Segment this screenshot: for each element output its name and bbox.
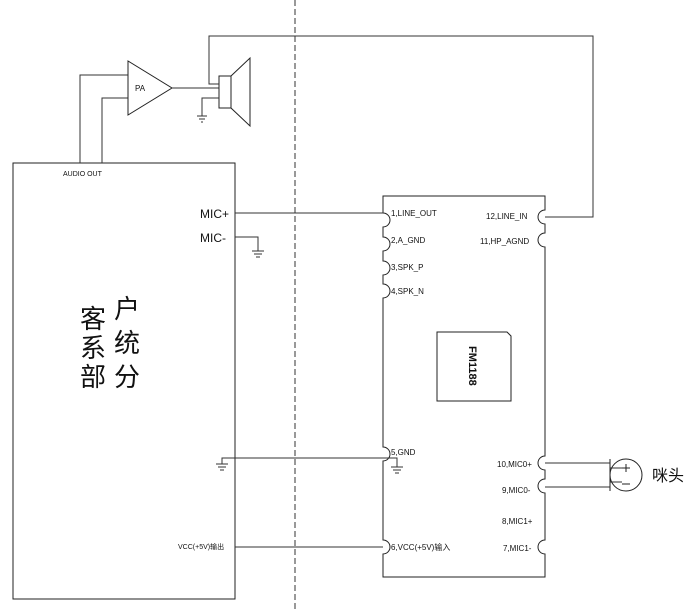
ground-icon [197, 115, 207, 123]
microphone-icon [609, 458, 643, 492]
customer-title-char-1: 客 [80, 305, 106, 335]
microphone-label: 咪头 [652, 466, 684, 485]
pin-4-label: 4,SPK_N [391, 287, 424, 296]
pin-10-label: 10,MIC0+ [497, 460, 532, 469]
pa-label: PA [135, 84, 146, 93]
pin-5-label: 5,GND [391, 448, 416, 457]
mic-plus-label: MIC+ [200, 207, 229, 221]
fm1188-chip [436, 331, 512, 402]
pin-11-label: 11,HP_AGND [480, 237, 529, 246]
pin-7-label: 7,MIC1- [503, 544, 532, 553]
fm1188-module [382, 195, 546, 578]
ground-icon [252, 250, 264, 258]
pin-8-label: 8,MIC1+ [502, 517, 533, 526]
speaker-icon [218, 75, 232, 109]
ground-icon [216, 463, 228, 471]
vcc-out-label: VCC(+5V)输出 [178, 542, 224, 551]
pin-9-label: 9,MIC0- [502, 486, 531, 495]
audio-out-wire-2 [101, 97, 128, 163]
customer-system-block [12, 162, 236, 600]
speaker-cone [230, 56, 251, 128]
customer-title-char-3: 系 [80, 334, 106, 364]
pin-3-label: 3,SPK_P [391, 263, 423, 272]
customer-title-char-4: 统 [114, 329, 140, 359]
fm1188-chip-label: FM1188 [466, 346, 478, 386]
audio-out-label: AUDIO OUT [63, 171, 103, 178]
pin-1-label: 1,LINE_OUT [391, 209, 437, 218]
customer-title-char-2: 户 [114, 295, 140, 325]
mic-minus-wire [235, 236, 259, 251]
speaker-line-in-wire [208, 35, 594, 218]
mic-minus-label: MIC- [200, 231, 226, 245]
ground-icon [391, 466, 403, 474]
customer-title-char-5: 部 [80, 363, 106, 393]
gnd-wire [221, 457, 398, 467]
audio-out-wire-1 [79, 74, 128, 163]
pin-6-label: 6,VCC(+5V)输入 [391, 542, 450, 552]
speaker-ground-wire [201, 97, 219, 116]
pin-2-label: 2,A_GND [391, 236, 425, 245]
pa-amplifier [127, 60, 173, 116]
customer-title-char-6: 分 [114, 363, 140, 393]
pin-12-label: 12,LINE_IN [486, 212, 528, 221]
